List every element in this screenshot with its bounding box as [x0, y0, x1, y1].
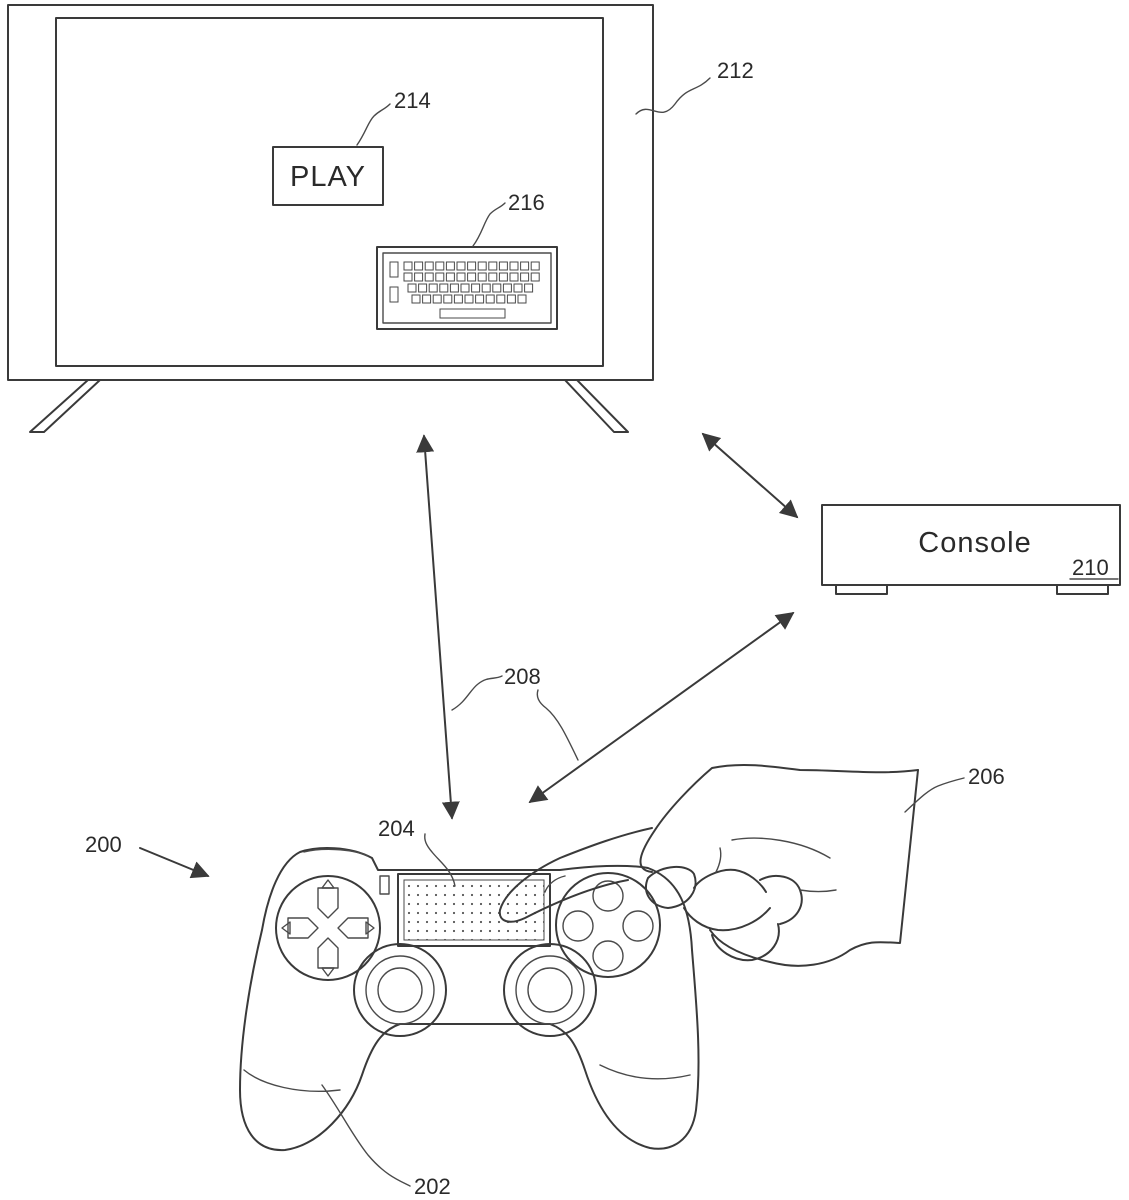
- keyboard-key[interactable]: [456, 261, 466, 271]
- link-controller-display: [416, 434, 460, 820]
- keyboard-key[interactable]: [403, 261, 413, 271]
- keyboard-key[interactable]: [492, 283, 502, 293]
- keyboard-key[interactable]: [460, 283, 470, 293]
- label-208: 208: [504, 664, 541, 689]
- keyboard-key[interactable]: [424, 272, 434, 282]
- keyboard-key[interactable]: [403, 272, 413, 282]
- keyboard-key[interactable]: [467, 261, 477, 271]
- label-202: 202: [414, 1174, 451, 1199]
- keyboard-key[interactable]: [445, 261, 455, 271]
- keyboard-key[interactable]: [411, 294, 421, 304]
- console-label: Console: [918, 527, 1031, 559]
- keyboard-key[interactable]: [424, 261, 434, 271]
- television-display: [7, 4, 654, 433]
- keyboard-key[interactable]: [517, 294, 527, 304]
- keyboard-key[interactable]: [520, 261, 530, 271]
- keyboard-key[interactable]: [524, 283, 534, 293]
- keyboard-key[interactable]: [485, 294, 495, 304]
- keyboard-key[interactable]: [475, 294, 485, 304]
- play-button-label: PLAY: [290, 161, 366, 193]
- keyboard-key[interactable]: [467, 272, 477, 282]
- keyboard-key[interactable]: [435, 272, 445, 282]
- keyboard-key[interactable]: [414, 261, 424, 271]
- keyboard-key[interactable]: [509, 261, 519, 271]
- keyboard-key[interactable]: [439, 283, 449, 293]
- keyboard-key[interactable]: [464, 294, 474, 304]
- keyboard-key[interactable]: [502, 283, 512, 293]
- link-display-console: [701, 432, 799, 519]
- label-204: 204: [378, 816, 415, 841]
- keyboard-key[interactable]: [418, 283, 428, 293]
- keyboard-keys: [403, 261, 540, 304]
- dpad[interactable]: [281, 879, 375, 977]
- touchpad[interactable]: [397, 873, 551, 947]
- keyboard-key[interactable]: [414, 272, 424, 282]
- reference-labels: 212 214 216 210 208 200 204 206 202: [85, 58, 1119, 1199]
- label-210: 210: [1072, 555, 1109, 580]
- keyboard-key[interactable]: [435, 261, 445, 271]
- system-pointer-arrow: [139, 847, 210, 879]
- keyboard-key[interactable]: [445, 272, 455, 282]
- game-controller: [239, 847, 700, 1152]
- keyboard-key[interactable]: [456, 272, 466, 282]
- keyboard-key[interactable]: [530, 261, 540, 271]
- keyboard-key[interactable]: [509, 272, 519, 282]
- keyboard-key[interactable]: [506, 294, 516, 304]
- keyboard-key[interactable]: [477, 261, 487, 271]
- keyboard-key[interactable]: [432, 294, 442, 304]
- console: Console: [821, 504, 1121, 595]
- label-216: 216: [508, 190, 545, 215]
- keyboard-key[interactable]: [498, 272, 508, 282]
- keyboard-key[interactable]: [428, 283, 438, 293]
- right-analog-stick[interactable]: [503, 943, 597, 1037]
- keyboard-key[interactable]: [530, 272, 540, 282]
- keyboard-key[interactable]: [520, 272, 530, 282]
- keyboard-key[interactable]: [407, 283, 417, 293]
- keyboard-key[interactable]: [443, 294, 453, 304]
- wireless-link-arrows: [139, 432, 799, 879]
- keyboard-key[interactable]: [488, 261, 498, 271]
- play-button[interactable]: PLAY: [272, 146, 384, 206]
- label-206: 206: [968, 764, 1005, 789]
- keyboard-key[interactable]: [481, 283, 491, 293]
- keyboard-key[interactable]: [422, 294, 432, 304]
- label-214: 214: [394, 88, 431, 113]
- user-hand: [498, 763, 919, 967]
- action-buttons[interactable]: [562, 880, 654, 972]
- keyboard-key[interactable]: [477, 272, 487, 282]
- link-controller-console: [528, 611, 795, 804]
- keyboard-key[interactable]: [488, 272, 498, 282]
- keyboard-key[interactable]: [496, 294, 506, 304]
- keyboard-key[interactable]: [453, 294, 463, 304]
- label-212: 212: [717, 58, 754, 83]
- label-200: 200: [85, 832, 122, 857]
- keyboard-key[interactable]: [498, 261, 508, 271]
- keyboard-key[interactable]: [449, 283, 459, 293]
- virtual-keyboard[interactable]: [376, 246, 558, 330]
- keyboard-key[interactable]: [471, 283, 481, 293]
- keyboard-key[interactable]: [513, 283, 523, 293]
- left-analog-stick[interactable]: [353, 943, 447, 1037]
